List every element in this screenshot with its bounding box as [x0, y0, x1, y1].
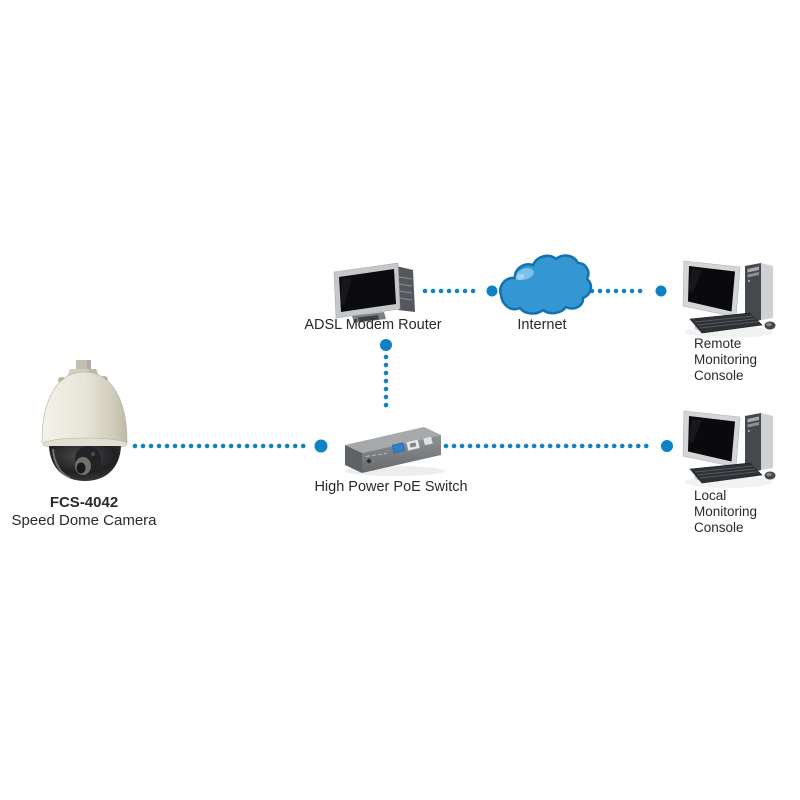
local-console-label-line1: Local: [694, 488, 727, 503]
internet-label: Internet: [517, 317, 567, 333]
connections: [132, 285, 673, 453]
speed-dome-camera-graphic: [41, 360, 128, 481]
switch-logo-badge: [423, 436, 433, 446]
connection-camera-to-switch: [132, 439, 328, 453]
remote-console-label-line1: Remote: [694, 336, 742, 351]
connection-modem-to-switch: [380, 339, 392, 416]
connection-internet-to-remote-console: [589, 285, 667, 297]
switch-sfp-port: [391, 442, 406, 454]
internet-cloud-graphic: [499, 254, 593, 315]
adsl-modem-router-graphic: [333, 262, 415, 323]
remote-console-label-line3: Console: [694, 368, 744, 383]
modem-label: ADSL Modem Router: [304, 317, 442, 333]
camera-name-label: Speed Dome Camera: [11, 512, 157, 529]
connection-modem-to-internet: [422, 285, 498, 297]
local-console-label-line2: Monitoring: [694, 504, 758, 519]
remote-console-label: Remote Monitoring Console: [694, 336, 757, 384]
remote-monitoring-console-graphic: [682, 260, 776, 339]
local-monitoring-console-graphic: [682, 410, 776, 489]
remote-console-label-line2: Monitoring: [694, 352, 758, 367]
poe-switch-label: High Power PoE Switch: [314, 479, 468, 495]
switch-power-jack: [366, 458, 372, 464]
camera-lens: [76, 462, 86, 474]
poe-switch-graphic: [345, 427, 445, 476]
connection-switch-to-local-console: [443, 440, 673, 452]
local-console-label-line3: Console: [694, 520, 744, 535]
camera-model-label: FCS-4042: [49, 494, 119, 511]
local-console-label: Local Monitoring Console: [694, 488, 757, 536]
